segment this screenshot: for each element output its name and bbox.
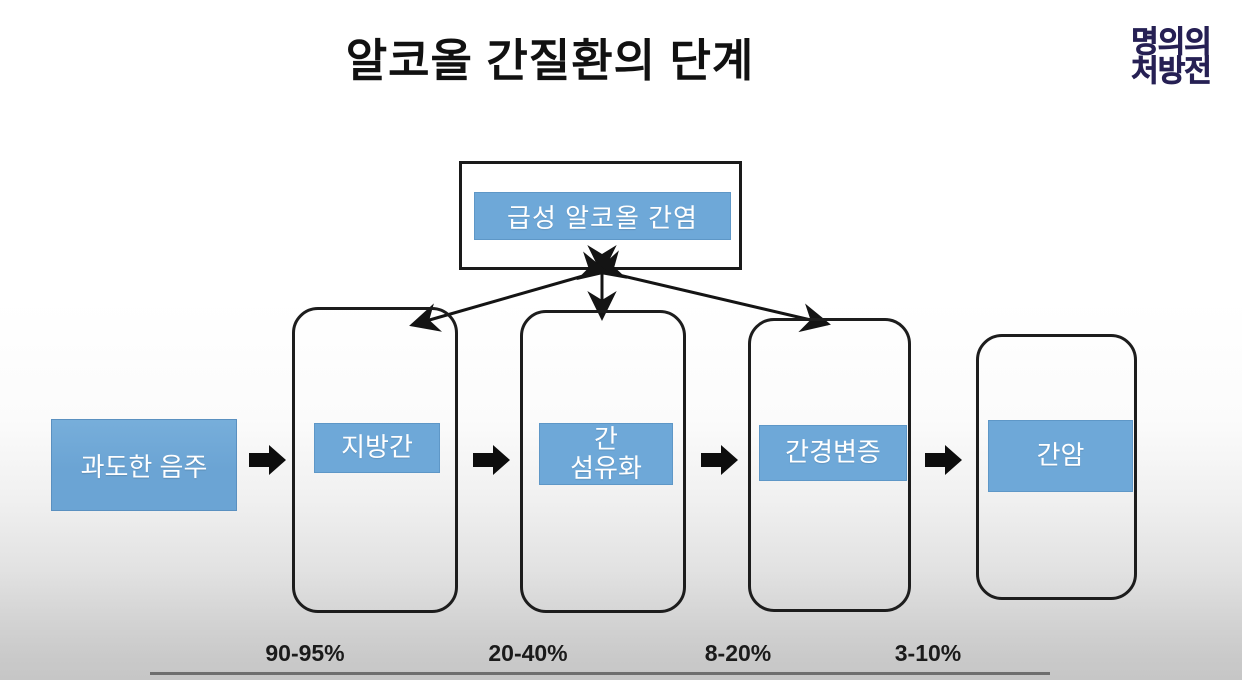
- stage-label-liver-cancer: 간암: [988, 420, 1133, 492]
- stage-box-fatty-liver: 지방간: [292, 307, 458, 613]
- logo-line-2: 처방전: [1131, 55, 1213, 89]
- percent-label-liver-cirrhosis: 8-20%: [704, 640, 772, 666]
- stage-label-fatty-liver: 지방간: [314, 423, 440, 473]
- flow-arrow-icon-4: [925, 443, 963, 477]
- acute-hepatitis-label: 급성 알코올 간염: [474, 192, 731, 240]
- stage-box-liver-fibrosis: 간 섬유화: [520, 310, 686, 613]
- percent-label-liver-cancer: 3-10%: [894, 640, 962, 666]
- page-title: 알코올 간질환의 단계: [345, 35, 755, 86]
- stage-label-liver-cirrhosis: 간경변증: [759, 425, 907, 481]
- stage-label-liver-fibrosis: 간 섬유화: [539, 423, 673, 485]
- flow-arrow-icon-3: [701, 443, 739, 477]
- percent-label-liver-fibrosis: 20-40%: [488, 640, 568, 666]
- stage-box-liver-cancer: 간암: [976, 334, 1137, 600]
- flow-arrow-icon-2: [473, 443, 511, 477]
- percent-label-fatty-liver: 90-95%: [265, 640, 345, 666]
- excessive-drinking-box: 과도한 음주: [51, 419, 237, 511]
- acute-hepatitis-box: 급성 알코올 간염: [459, 161, 742, 270]
- stage-label-liver-fibrosis-line-1: 간: [594, 423, 618, 454]
- baseline-rule: [150, 672, 1050, 675]
- channel-logo: 명의의 처방전: [1112, 26, 1230, 89]
- stage-label-liver-fibrosis-line-2: 섬유화: [570, 453, 642, 483]
- flow-arrow-icon-1: [249, 443, 287, 477]
- stage-box-liver-cirrhosis: 간경변증: [748, 318, 911, 612]
- logo-line-1: 명의의: [1131, 26, 1213, 59]
